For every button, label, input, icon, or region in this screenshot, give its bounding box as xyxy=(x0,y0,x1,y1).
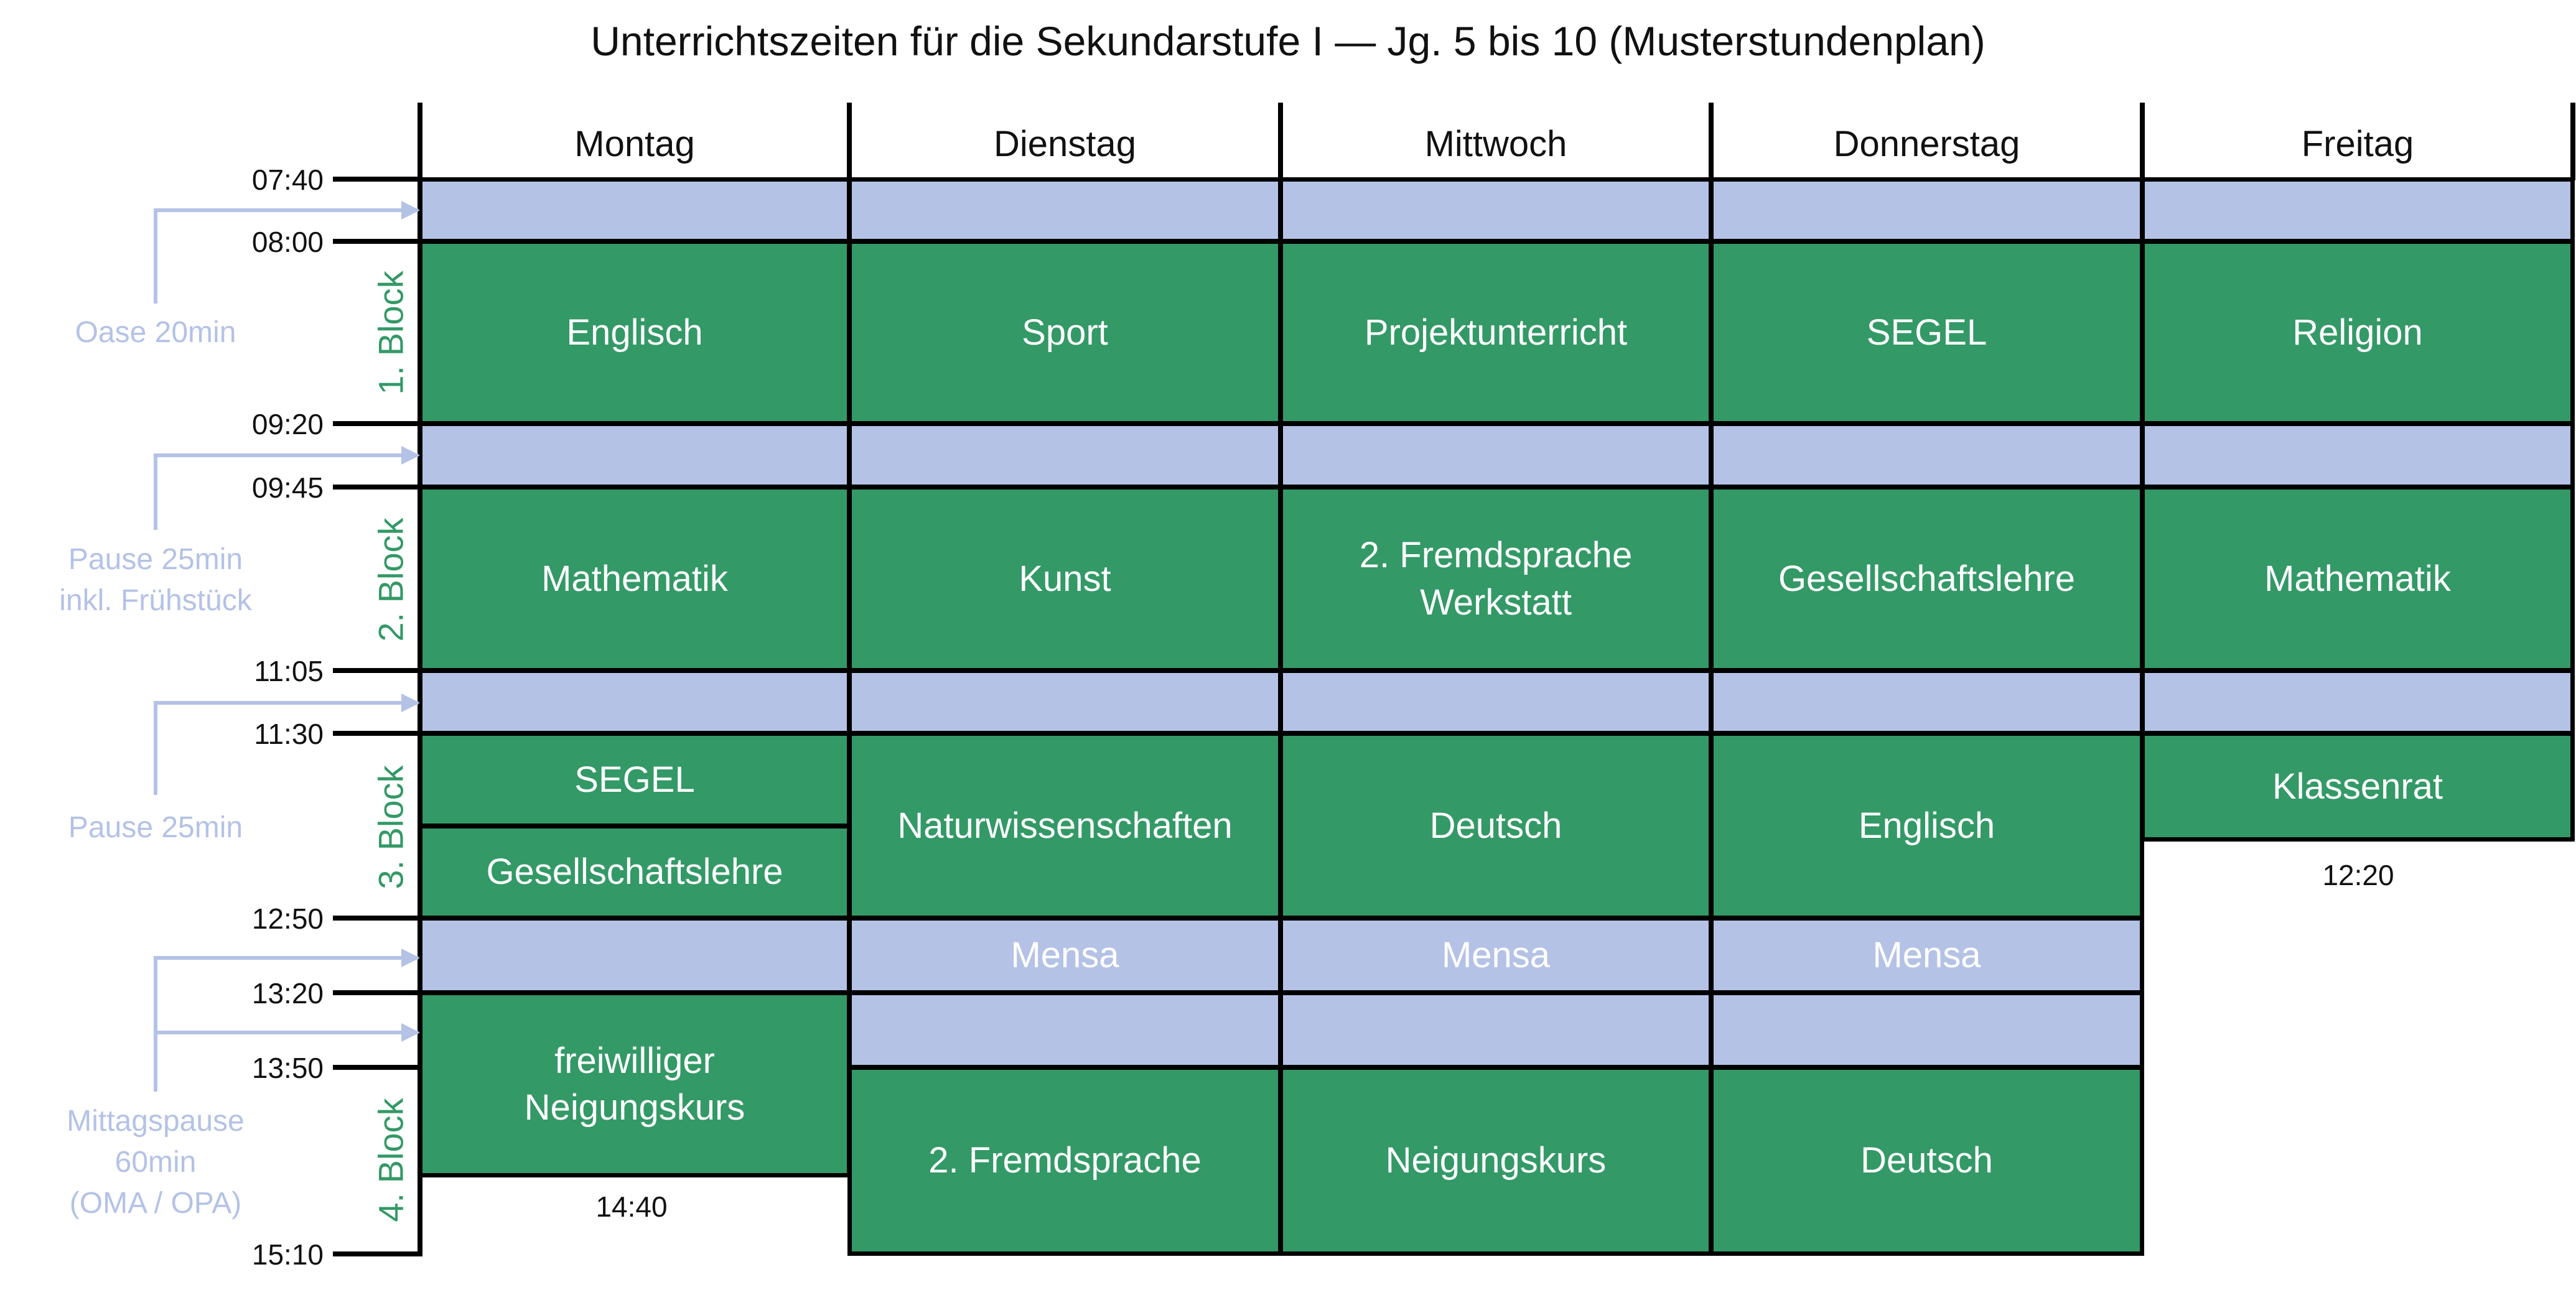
time-label-0920: 09:20 xyxy=(251,408,324,440)
break-cell-freitag xyxy=(2140,669,2575,735)
lesson-cell-freitag: Mathematik xyxy=(2140,485,2575,672)
lesson-cell-montag: Gesellschaftslehre xyxy=(418,824,851,920)
lesson-label: Klassenrat xyxy=(2272,766,2443,807)
time-tick xyxy=(333,485,420,490)
lesson-label: Mathematik xyxy=(2264,558,2451,599)
lesson-cell-dienstag: 2. Fremdsprache xyxy=(847,1065,1282,1256)
time-label-1320: 13:20 xyxy=(251,977,324,1010)
break-cell-dienstag xyxy=(847,991,1282,1069)
time-tick xyxy=(333,239,420,244)
end-time-freitag: 12:20 xyxy=(2322,859,2394,891)
time-label-0740: 07:40 xyxy=(251,164,324,196)
lesson-label: 2. Fremdsprache xyxy=(928,1140,1202,1181)
break-cell-donnerstag: Mensa xyxy=(1709,916,2144,995)
time-tick xyxy=(333,990,420,995)
arrow-mittag-a-icon xyxy=(154,949,420,1092)
break-label: Mensa xyxy=(1872,935,1981,976)
break-cell-donnerstag xyxy=(1709,177,2144,243)
time-tick xyxy=(333,421,420,426)
break-cell-montag xyxy=(418,422,851,489)
day-header-dienstag: Dienstag xyxy=(994,124,1136,164)
lesson-cell-montag: freiwilliger Neigungskurs xyxy=(418,991,851,1177)
lesson-cell-freitag: Religion xyxy=(2140,239,2575,425)
lesson-cell-donnerstag: Deutsch xyxy=(1709,1065,2144,1256)
lesson-cell-mittwoch: Deutsch xyxy=(1279,731,1713,920)
time-tick xyxy=(333,177,420,182)
time-tick xyxy=(333,1065,420,1070)
lesson-label: Englisch xyxy=(1858,805,1995,846)
lesson-cell-dienstag: Kunst xyxy=(847,485,1282,672)
break-note-oase: Oase 20min xyxy=(75,316,236,349)
break-cell-dienstag: Mensa xyxy=(847,916,1282,995)
lesson-label: Naturwissenschaften xyxy=(897,805,1233,846)
time-label-1130: 11:30 xyxy=(254,718,324,750)
end-time-montag: 14:40 xyxy=(595,1191,668,1223)
time-tick xyxy=(333,1251,420,1256)
time-label-0800: 08:00 xyxy=(251,226,324,258)
lesson-cell-mittwoch: 2. Fremdsprache Werkstatt xyxy=(1279,485,1713,672)
lesson-label: 2. Fremdsprache Werkstatt xyxy=(1359,535,1633,623)
lesson-label: Sport xyxy=(1022,312,1108,353)
lesson-label: Deutsch xyxy=(1860,1140,1993,1181)
lesson-cell-donnerstag: Englisch xyxy=(1709,731,2144,920)
break-label: Mensa xyxy=(1441,935,1551,976)
lesson-cell-montag: SEGEL xyxy=(418,731,851,828)
lesson-label: Religion xyxy=(2292,312,2423,353)
lesson-cell-donnerstag: Gesellschaftslehre xyxy=(1709,485,2144,672)
break-note-mittagspause: Mittagspause 60min (OMA / OPA) xyxy=(67,1105,245,1220)
lesson-cell-mittwoch: Neigungskurs xyxy=(1279,1065,1713,1256)
day-header-donnerstag: Donnerstag xyxy=(1833,124,2020,164)
column-separator xyxy=(1278,103,1283,180)
time-label-1105: 11:05 xyxy=(254,655,324,687)
lesson-label: Projektunterricht xyxy=(1364,312,1628,353)
lesson-label: freiwilliger Neigungskurs xyxy=(524,1040,745,1128)
lesson-cell-montag: Englisch xyxy=(418,239,851,425)
lesson-cell-montag: Mathematik xyxy=(418,485,851,672)
time-tick xyxy=(333,668,420,673)
page-title: Unterrichtszeiten für die Sekundarstufe … xyxy=(590,18,1986,64)
lesson-label: Kunst xyxy=(1019,558,1111,599)
time-label-1350: 13:50 xyxy=(251,1052,324,1084)
time-tick xyxy=(333,731,420,736)
break-note-fruehstueck: Pause 25min inkl. Frühstück xyxy=(59,543,252,618)
column-separator xyxy=(2140,103,2145,180)
time-tick xyxy=(333,916,420,921)
arrow-pause-icon xyxy=(154,694,420,795)
lesson-cell-freitag: Klassenrat xyxy=(2140,731,2575,842)
break-cell-montag xyxy=(418,177,851,243)
break-note-pause: Pause 25min xyxy=(68,811,243,844)
lesson-label: Neigungskurs xyxy=(1385,1140,1607,1181)
lesson-label: Mathematik xyxy=(541,558,728,599)
time-label-1510: 15:10 xyxy=(251,1238,324,1271)
lesson-label: Gesellschaftslehre xyxy=(1778,558,2076,599)
lesson-label: Englisch xyxy=(566,312,703,353)
column-separator xyxy=(1709,103,1714,180)
day-header-freitag: Freitag xyxy=(2301,124,2414,164)
break-cell-mittwoch xyxy=(1279,991,1713,1069)
column-separator xyxy=(2570,103,2575,180)
lesson-label: SEGEL xyxy=(1866,312,1987,353)
lesson-label: Deutsch xyxy=(1429,805,1562,846)
lesson-cell-mittwoch: Projektunterricht xyxy=(1279,239,1713,425)
break-label: Mensa xyxy=(1010,935,1119,976)
day-header-mittwoch: Mittwoch xyxy=(1424,124,1567,164)
column-separator xyxy=(847,103,852,180)
time-label-0945: 09:45 xyxy=(251,471,324,504)
day-header-montag: Montag xyxy=(574,124,695,164)
time-label-1250: 12:50 xyxy=(251,903,324,935)
arrow-oase-icon xyxy=(154,201,420,304)
arrow-fruehstueck-icon xyxy=(154,446,420,530)
lesson-label: Gesellschaftslehre xyxy=(486,852,783,893)
break-cell-donnerstag xyxy=(1709,422,2144,489)
break-cell-dienstag xyxy=(847,177,1282,243)
lesson-label: SEGEL xyxy=(574,759,695,800)
